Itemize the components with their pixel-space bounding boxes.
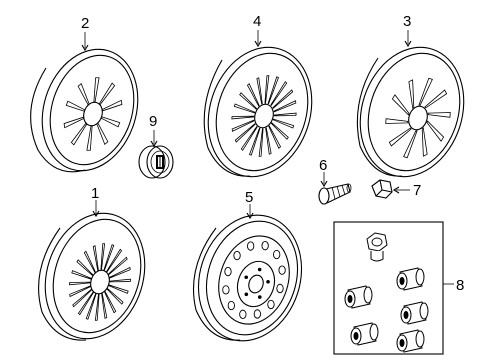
callout-4: 4 (253, 13, 261, 30)
callout-2: 2 (81, 15, 89, 32)
lug-nut[interactable] (371, 179, 410, 199)
spare-wheel[interactable] (183, 202, 318, 355)
wheel-4[interactable] (192, 30, 328, 190)
center-cap[interactable] (138, 130, 174, 179)
wheel-1[interactable] (30, 200, 161, 352)
callout-9: 9 (149, 113, 157, 130)
wheel-3[interactable] (344, 30, 480, 190)
callout-7: 7 (413, 182, 421, 199)
callout-5: 5 (245, 189, 253, 206)
callout-8: 8 (456, 277, 464, 294)
wheel-stud[interactable] (318, 172, 352, 205)
callout-1: 1 (91, 185, 99, 202)
wheel-2[interactable] (27, 32, 153, 183)
callout-6: 6 (319, 157, 327, 174)
callout-3: 3 (403, 13, 411, 30)
lock-kit[interactable] (333, 221, 454, 355)
